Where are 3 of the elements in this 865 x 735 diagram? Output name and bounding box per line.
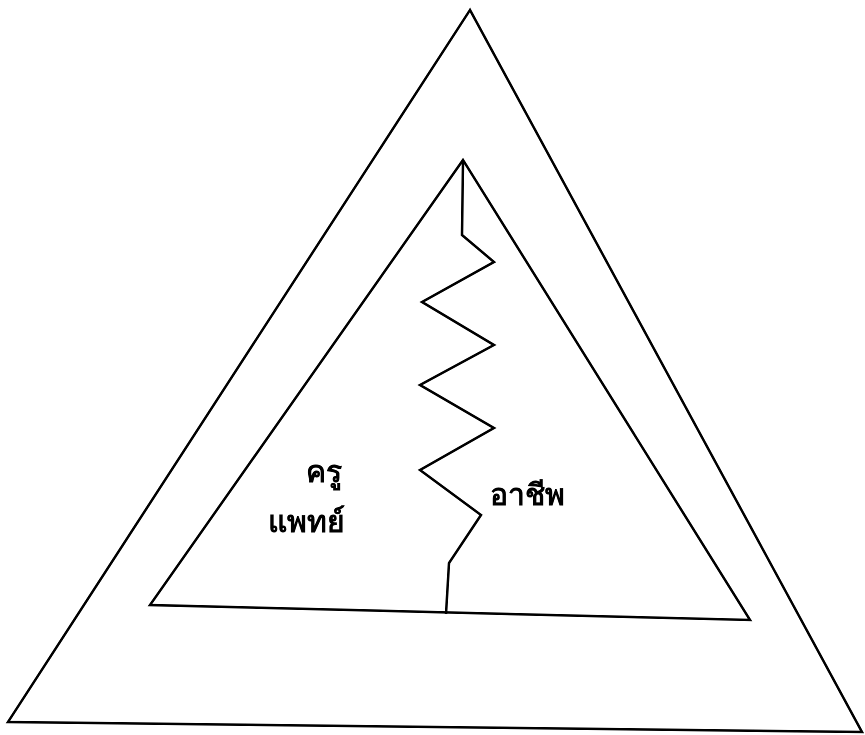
region-label: แพทย์: [268, 505, 345, 541]
region-label: ครู: [306, 455, 342, 491]
region-label: อาชีพ: [490, 478, 565, 514]
